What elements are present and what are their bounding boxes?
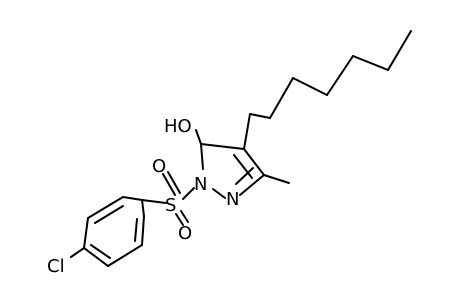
sulfonyl-oxygen-top-label: O bbox=[152, 156, 166, 177]
bond bbox=[107, 244, 143, 267]
bond bbox=[326, 55, 354, 96]
bond bbox=[235, 167, 254, 185]
bond bbox=[239, 174, 265, 196]
bond bbox=[94, 205, 124, 224]
bond bbox=[200, 143, 245, 150]
bond bbox=[141, 199, 167, 204]
bond bbox=[233, 154, 253, 179]
bond bbox=[269, 77, 294, 119]
bond bbox=[175, 213, 184, 226]
ring-nitrogen-2-label: N bbox=[226, 189, 239, 210]
bond bbox=[212, 188, 226, 199]
bond bbox=[134, 218, 138, 242]
heptyl-chain bbox=[243, 30, 412, 150]
bond bbox=[249, 113, 271, 119]
bond bbox=[243, 113, 251, 150]
bond bbox=[162, 173, 176, 196]
bond bbox=[122, 196, 143, 201]
sulfur-label: S bbox=[165, 195, 176, 216]
bond bbox=[141, 199, 145, 217]
chlorine-bond bbox=[70, 247, 85, 258]
chlorine-label: Cl bbox=[47, 256, 65, 277]
bond bbox=[292, 77, 328, 96]
bond bbox=[87, 196, 124, 219]
sulfonyl-oxygen-bottom-label: O bbox=[178, 223, 192, 244]
bond bbox=[200, 143, 204, 170]
sulfonyl-group bbox=[141, 171, 195, 226]
bond bbox=[83, 217, 89, 249]
bond bbox=[90, 244, 111, 259]
bond bbox=[167, 171, 181, 194]
bond bbox=[83, 247, 109, 267]
bond bbox=[387, 30, 412, 71]
bond bbox=[180, 210, 189, 223]
ring-nitrogen-1-label: N bbox=[194, 174, 207, 195]
bond bbox=[182, 187, 195, 200]
methyl-bond bbox=[263, 174, 290, 184]
hydroxyl-label: HO bbox=[164, 116, 192, 137]
bond bbox=[352, 55, 389, 71]
hydroxyl-bond bbox=[195, 129, 202, 145]
pyrazole-ring bbox=[200, 143, 265, 199]
bond bbox=[141, 215, 145, 246]
bond bbox=[243, 148, 265, 176]
chlorophenyl-ring bbox=[70, 196, 145, 267]
